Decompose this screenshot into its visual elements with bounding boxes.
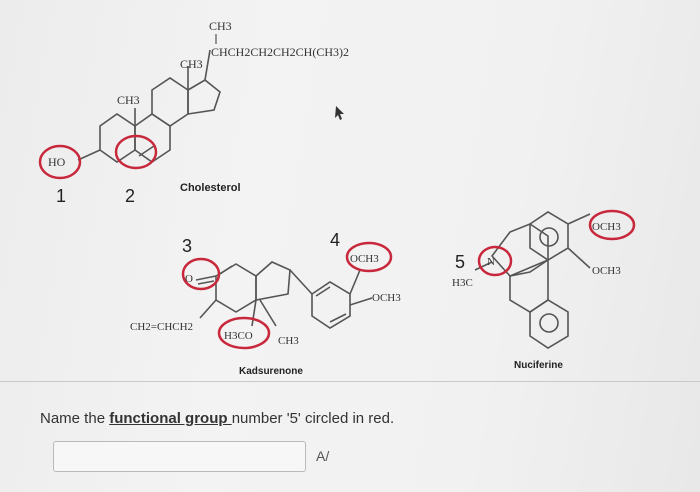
circle-1: [38, 144, 82, 180]
functional-group-link[interactable]: functional group: [109, 410, 232, 427]
divider: [0, 381, 700, 382]
circle-methoxy: [217, 316, 271, 350]
marker-3: 3: [182, 236, 192, 256]
circle-3: [181, 257, 221, 291]
och3-label: OCH3: [350, 253, 379, 265]
nuciferine-name: Nuciferine: [514, 360, 563, 371]
methyl-label: CH3: [209, 19, 232, 33]
h3co-label: H3CO: [224, 330, 253, 342]
chemical-structures: HO CH3 CH3 CH3 CHCH2CH2CH2CH(CH3)2 Chole…: [38, 19, 636, 377]
carbonyl-o-label: O: [185, 273, 193, 285]
spellcheck-icon[interactable]: A/: [316, 448, 330, 464]
och3-label: OCH3: [592, 265, 621, 277]
allyl-label: CH2=CHCH2: [130, 321, 193, 333]
question-prefix: Name the: [40, 410, 110, 427]
kadsurenone-name: Kadsurenone: [239, 366, 303, 377]
question-text: Name the functional group number '5' cir…: [40, 410, 394, 427]
ch3-label: CH3: [278, 335, 299, 347]
ho-label: HO: [48, 155, 66, 169]
kadsurenone-structure: [195, 261, 373, 329]
h3c-label: H3C: [452, 277, 473, 289]
circle-4: [345, 241, 393, 273]
marker-2: 2: [125, 186, 135, 206]
side-chain-label: CHCH2CH2CH2CH(CH3)2: [211, 45, 349, 59]
cholesterol-name: Cholesterol: [180, 182, 241, 194]
marker-5: 5: [455, 252, 465, 272]
n-label: N: [487, 256, 495, 268]
circle-5: [477, 245, 513, 277]
cursor-icon: [335, 106, 344, 120]
nuciferine-structure: [474, 211, 591, 349]
answer-input[interactable]: [53, 441, 306, 472]
cholesterol-structure: [77, 49, 221, 163]
circle-2: [114, 134, 158, 170]
marker-1: 1: [56, 186, 66, 206]
marker-4: 4: [330, 230, 340, 250]
methyl-label: CH3: [117, 93, 140, 107]
circle-och3: [588, 209, 636, 241]
och3-label: OCH3: [372, 292, 401, 304]
question-suffix: number '5' circled in red.: [231, 410, 395, 427]
methyl-label: CH3: [180, 57, 203, 71]
och3-label: OCH3: [592, 221, 621, 233]
